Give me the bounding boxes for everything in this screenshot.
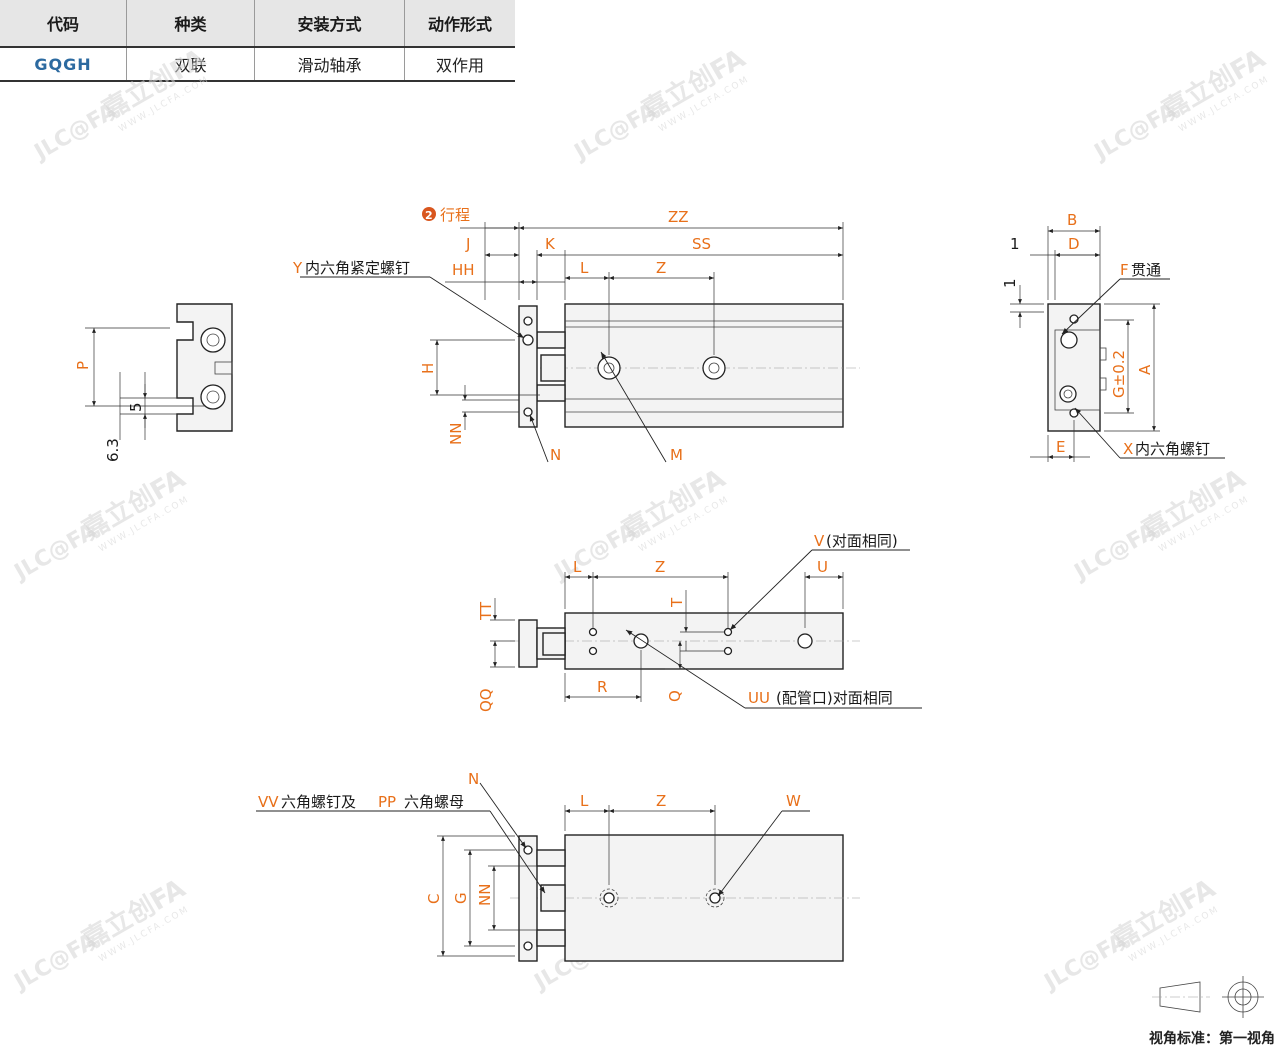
dim-1-horizontal: 1 (1010, 235, 1020, 253)
label-uu-text: (配管口)对面相同 (776, 689, 893, 707)
bottom-hole-1 (603, 892, 615, 904)
left-end-view: P 5 6.3 (74, 303, 233, 462)
dim-5: 5 (127, 402, 145, 412)
front-rod-upper (536, 331, 566, 349)
dim-e: E (1056, 438, 1065, 456)
dim-ss: SS (692, 235, 711, 253)
dim-6-3: 6.3 (104, 438, 122, 462)
label-pp-text: 六角螺母 (404, 793, 464, 811)
watermark-3: JLC@FA 嘉立创FA WWW.JLCFA.COM (1089, 43, 1272, 166)
top-port-2 (797, 633, 813, 649)
label-x-code: X (1123, 440, 1133, 458)
bottom-view: L Z C G NN N VV 六角螺钉及 PP 六角螺母 W (256, 770, 860, 962)
dim-h: H (419, 363, 437, 374)
label-f-code: F (1120, 261, 1129, 279)
dim-z-top: Z (655, 558, 665, 576)
right-end-port-lower (1059, 385, 1077, 403)
dim-l: L (580, 259, 589, 277)
dim-b: B (1067, 211, 1077, 229)
watermark-4: JLC@FA 嘉立创FA WWW.JLCFA.COM (9, 463, 192, 586)
dim-tt: TT (477, 601, 495, 621)
stroke-badge-circle (422, 207, 436, 221)
projection-symbol (1152, 976, 1264, 1018)
bottom-hole-2 (709, 892, 721, 904)
dim-g-tol: G±0.2 (1110, 350, 1128, 398)
label-n: N (550, 446, 561, 464)
dim-c: C (425, 894, 443, 904)
front-view: ZZ 2 行程 J K SS HH L Z H NN Y (292, 206, 860, 464)
dim-k: K (545, 235, 556, 253)
front-port-2 (702, 356, 726, 380)
dim-r: R (597, 678, 607, 696)
left-port-lower (200, 384, 226, 410)
watermark-7: JLC@FA 嘉立创FA WWW.JLCFA.COM (9, 873, 192, 996)
dim-hh: HH (452, 261, 475, 279)
watermark-6: JLC@FA 嘉立创FA WWW.JLCFA.COM (1069, 463, 1252, 586)
header-action: 动作形式 (404, 0, 515, 48)
label-vv-code: VV (258, 793, 279, 811)
label-uu-code: UU (748, 689, 770, 707)
dim-1-vertical: 1 (1001, 278, 1019, 288)
dim-stroke: 行程 (440, 206, 470, 224)
dim-u: U (817, 558, 828, 576)
watermark-9: JLC@FA 嘉立创FA WWW.JLCFA.COM (1039, 873, 1222, 996)
label-pp-code: PP (378, 793, 396, 811)
header-code: 代码 (0, 0, 127, 48)
dim-g: G (452, 892, 470, 904)
value-code: GQGH (0, 47, 127, 82)
label-m: M (670, 446, 683, 464)
label-v-code: V (814, 532, 825, 550)
dim-z-bottom: Z (656, 792, 666, 810)
dim-nn: NN (447, 423, 465, 445)
front-rod-lower (536, 384, 566, 402)
value-action: 双作用 (404, 47, 515, 82)
top-view: L Z U T TT QQ R Q V (对面相同) UU (配管口)对面相同 (477, 532, 922, 712)
label-x-text: 内六角螺钉 (1135, 440, 1210, 458)
dim-l-top: L (573, 558, 582, 576)
stroke-badge: 2 (425, 209, 433, 222)
header-type: 种类 (126, 0, 255, 48)
label-y-text: 内六角紧定螺钉 (305, 259, 410, 277)
dim-t: T (668, 597, 686, 608)
left-end-outline (176, 303, 233, 432)
front-rod-block (540, 354, 566, 382)
spec-header-row: 代码 种类 安装方式 动作形式 (0, 0, 515, 48)
dim-q: Q (666, 690, 684, 702)
right-end-view: B D 1 1 A G±0.2 E F 贯通 X 内六角螺钉 (1001, 211, 1225, 462)
dim-qq: QQ (477, 688, 495, 712)
label-y-code: Y (292, 259, 303, 277)
left-port-upper-inner (206, 333, 220, 347)
dim-j: J (465, 235, 470, 253)
value-mount: 滑动轴承 (254, 47, 405, 82)
label-f-text: 贯通 (1131, 261, 1161, 279)
watermark-1: JLC@FA 嘉立创FA WWW.JLCFA.COM (29, 43, 212, 166)
dim-z: Z (656, 259, 666, 277)
left-slot (214, 361, 233, 375)
top-end-plate (518, 619, 538, 668)
value-type: 双联 (126, 47, 255, 82)
dim-d: D (1068, 235, 1080, 253)
dim-nn-bottom: NN (476, 884, 494, 906)
dim-zz: ZZ (668, 208, 689, 226)
spec-value-row: GQGH 双联 滑动轴承 双作用 (0, 47, 515, 82)
left-port-lower-inner (206, 390, 220, 404)
label-n-bottom: N (468, 770, 479, 788)
right-end-port-upper (1060, 331, 1078, 349)
left-port-upper (200, 327, 226, 353)
spec-table: 代码 种类 安装方式 动作形式 GQGH 双联 滑动轴承 双作用 (0, 0, 515, 82)
label-v-text: (对面相同) (826, 532, 898, 550)
label-w: W (786, 792, 801, 810)
label-vv-text: 六角螺钉及 (281, 793, 356, 811)
dim-a: A (1136, 364, 1154, 375)
dim-p: P (74, 361, 92, 370)
header-mount: 安装方式 (254, 0, 405, 48)
projection-cone-icon (1159, 981, 1201, 1013)
watermark-2: JLC@FA 嘉立创FA WWW.JLCFA.COM (569, 43, 752, 166)
front-port-1 (597, 356, 621, 380)
dim-l-bottom: L (580, 792, 589, 810)
projection-standard: 视角标准：第一视角 (1149, 1031, 1275, 1047)
